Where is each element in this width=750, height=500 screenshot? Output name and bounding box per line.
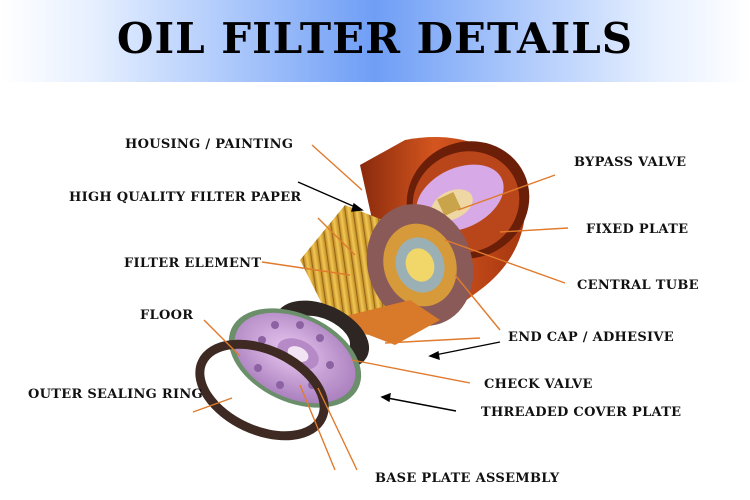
label-filter-paper: HIGH QUALITY FILTER PAPER bbox=[69, 190, 302, 205]
label-check-valve: CHECK VALVE bbox=[484, 377, 593, 392]
label-threaded-cover-plate: THREADED COVER PLATE bbox=[481, 405, 682, 420]
title-banner bbox=[0, 0, 750, 82]
label-fixed-plate: FIXED PLATE bbox=[586, 222, 689, 237]
label-central-tube: CENTRAL TUBE bbox=[577, 278, 699, 293]
label-outer-sealing-ring: OUTER SEALING RING bbox=[28, 387, 203, 402]
outer-sealing-ring bbox=[195, 339, 329, 441]
end-cap bbox=[330, 300, 440, 345]
arrow-lines bbox=[297, 181, 501, 412]
label-floor: FLOOR bbox=[140, 308, 194, 323]
label-bypass-valve: BYPASS VALVE bbox=[574, 155, 687, 170]
label-end-cap: END CAP / ADHESIVE bbox=[508, 330, 675, 345]
label-filter-element: FILTER ELEMENT bbox=[124, 256, 262, 271]
label-housing: HOUSING / PAINTING bbox=[125, 137, 294, 152]
page-title: OIL FILTER DETAILS bbox=[116, 14, 634, 63]
label-base-plate-assembly: BASE PLATE ASSEMBLY bbox=[375, 471, 560, 486]
leader-lines bbox=[192, 144, 569, 471]
